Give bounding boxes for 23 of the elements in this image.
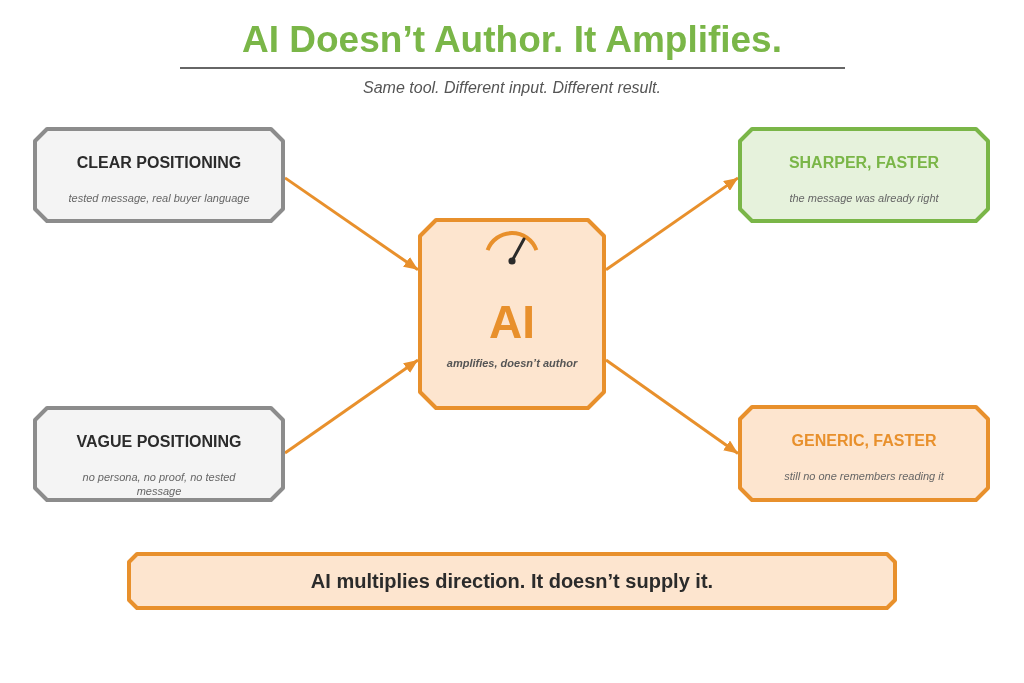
- node-title: AI: [489, 297, 535, 347]
- node-description: amplifies, doesn’t author: [446, 356, 578, 370]
- node-title: VAGUE POSITIONING: [76, 432, 242, 452]
- title: AI Doesn’t Author. It Amplifies.: [242, 18, 782, 62]
- node-description: no persona, no proof, no tested message: [81, 470, 237, 498]
- node-description: still no one remembers reading it: [784, 469, 944, 483]
- arrow: [605, 358, 739, 455]
- node-title: CLEAR POSITIONING: [76, 153, 242, 173]
- input-box: [33, 127, 285, 223]
- node-title: SHARPER, FASTER: [788, 153, 940, 173]
- subtitle: Same tool. Different input. Different result.: [363, 78, 661, 98]
- node-title: GENERIC, FASTER: [791, 431, 937, 451]
- takeaway-text: AI multiplies direction. It doesn’t supply it.: [310, 569, 714, 593]
- arrow: [284, 358, 419, 455]
- arrow: [284, 176, 419, 272]
- node-description: tested message, real buyer language: [68, 191, 250, 205]
- output-box: [738, 405, 990, 502]
- process-box: [418, 218, 606, 410]
- output-box: [738, 127, 990, 223]
- arrow: [605, 176, 739, 272]
- takeaway-banner: [127, 552, 897, 610]
- input-box: [33, 406, 285, 502]
- node-description: the message was already right: [789, 191, 939, 205]
